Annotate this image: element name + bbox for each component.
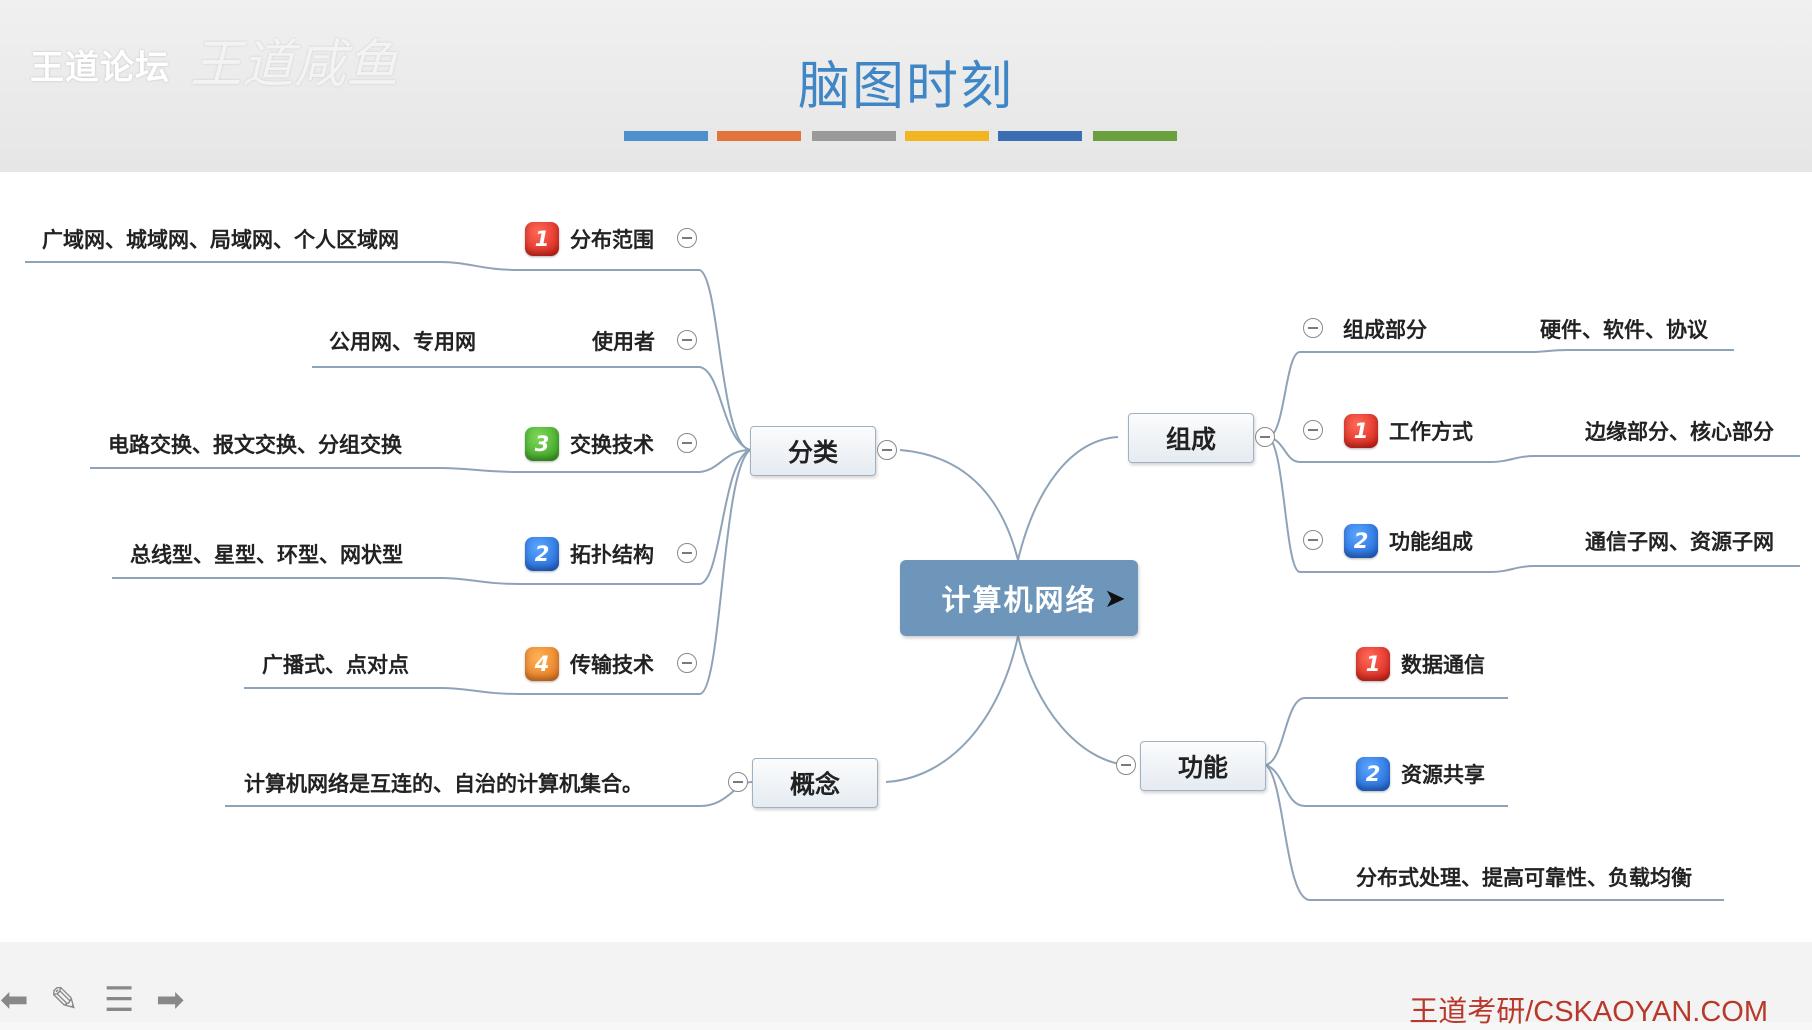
priority-badge-icon: 1 (1344, 414, 1378, 448)
priority-badge-icon: 2 (1344, 524, 1378, 558)
mindmap-canvas (0, 172, 1812, 942)
classification-label-4[interactable]: 拓扑结构 (570, 543, 654, 567)
priority-badge-icon: 3 (525, 427, 559, 461)
composition-label-2[interactable]: 工作方式 (1389, 420, 1473, 444)
collapse-toggle-icon[interactable] (1116, 755, 1136, 775)
classification-label-3[interactable]: 交换技术 (570, 433, 654, 457)
color-stripe-3 (812, 131, 896, 141)
collapse-toggle-icon[interactable] (1303, 318, 1323, 338)
priority-badge-icon: 1 (1356, 647, 1390, 681)
classification-detail-1: 广域网、城域网、局域网、个人区域网 (42, 228, 399, 252)
priority-badge-icon: 4 (525, 647, 559, 681)
collapse-toggle-icon[interactable] (1303, 420, 1323, 440)
signature-logo: 王道咸鱼 (190, 35, 399, 95)
classification-label-1[interactable]: 分布范围 (570, 228, 654, 252)
collapse-toggle-icon[interactable] (877, 440, 897, 460)
back-arrow-icon[interactable]: ⬅ (0, 980, 29, 1020)
collapse-toggle-icon[interactable] (677, 653, 697, 673)
composition-detail-2: 边缘部分、核心部分 (1585, 420, 1774, 444)
composition-detail-1: 硬件、软件、协议 (1540, 318, 1708, 342)
root-node[interactable]: 计算机网络 (900, 560, 1138, 636)
collapse-toggle-icon[interactable] (1255, 427, 1275, 447)
menu-icon[interactable]: ☰ (104, 980, 135, 1020)
classification-detail-4: 总线型、星型、环型、网状型 (130, 543, 403, 567)
function-label-2[interactable]: 资源共享 (1401, 763, 1485, 787)
color-stripe-4 (905, 131, 989, 141)
collapse-toggle-icon[interactable] (1303, 530, 1323, 550)
header-bar: 王道论坛 王道咸鱼 脑图时刻 (0, 0, 1812, 172)
collapse-toggle-icon[interactable] (728, 772, 748, 792)
footer-bar (0, 942, 1812, 1022)
composition-detail-3: 通信子网、资源子网 (1585, 530, 1774, 554)
color-stripe-5 (998, 131, 1082, 141)
branch-function[interactable]: 功能 (1140, 741, 1266, 791)
color-stripe-1 (624, 131, 708, 141)
branch-concept[interactable]: 概念 (752, 758, 878, 808)
mouse-cursor-icon: ➤ (1104, 584, 1126, 614)
footer-brand: 王道考研/CSKAOYAN.COM (1409, 996, 1768, 1028)
collapse-toggle-icon[interactable] (677, 228, 697, 248)
color-stripe-6 (1093, 131, 1177, 141)
collapse-toggle-icon[interactable] (677, 433, 697, 453)
concept-detail: 计算机网络是互连的、自治的计算机集合。 (244, 772, 643, 796)
forum-logo: 王道论坛 (30, 48, 170, 88)
pen-icon[interactable]: ✎ (50, 980, 79, 1020)
classification-detail-2: 公用网、专用网 (329, 330, 476, 354)
collapse-toggle-icon[interactable] (677, 330, 697, 350)
branch-classification[interactable]: 分类 (750, 426, 876, 476)
priority-badge-icon: 1 (525, 222, 559, 256)
classification-label-5[interactable]: 传输技术 (570, 653, 654, 677)
branch-composition[interactable]: 组成 (1128, 413, 1254, 463)
classification-detail-5: 广播式、点对点 (262, 653, 409, 677)
priority-badge-icon: 2 (525, 537, 559, 571)
function-label-1[interactable]: 数据通信 (1401, 653, 1485, 677)
function-label-3[interactable]: 分布式处理、提高可靠性、负载均衡 (1356, 866, 1692, 890)
composition-label-3[interactable]: 功能组成 (1389, 530, 1473, 554)
classification-label-2[interactable]: 使用者 (592, 330, 655, 354)
page-title: 脑图时刻 (797, 57, 1014, 117)
composition-label-1[interactable]: 组成部分 (1343, 318, 1427, 342)
priority-badge-icon: 2 (1356, 757, 1390, 791)
classification-detail-3: 电路交换、报文交换、分组交换 (108, 433, 402, 457)
collapse-toggle-icon[interactable] (677, 543, 697, 563)
forward-arrow-icon[interactable]: ➡ (156, 980, 185, 1020)
color-stripe-2 (717, 131, 801, 141)
